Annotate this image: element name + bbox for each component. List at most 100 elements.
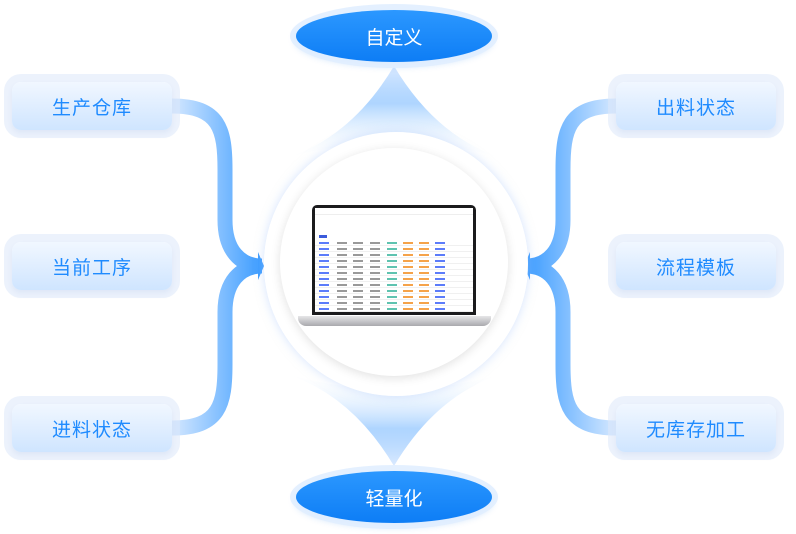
screen-table-cell bbox=[353, 266, 363, 268]
screen-table-row bbox=[315, 264, 473, 270]
screen-table-cell bbox=[370, 272, 380, 274]
screen-table-cell bbox=[387, 248, 397, 250]
item-label: 流程模板 bbox=[655, 256, 736, 279]
screen-table-cell bbox=[370, 284, 380, 286]
laptop-base bbox=[298, 316, 491, 326]
screen-table-cell bbox=[419, 290, 429, 292]
screen-table-cell bbox=[387, 260, 397, 262]
screen-table-row bbox=[315, 270, 473, 276]
screen-table-cell bbox=[419, 284, 429, 286]
screen-table-cell bbox=[337, 266, 347, 268]
screen-table-cell bbox=[403, 242, 413, 244]
screen-table-cell bbox=[319, 284, 329, 286]
screen-table-cell bbox=[319, 296, 329, 298]
screen-table-cell bbox=[353, 284, 363, 286]
screen-table-cell bbox=[435, 278, 445, 280]
screen-table-cell bbox=[353, 272, 363, 274]
screen-table-cell bbox=[319, 272, 329, 274]
laptop-image bbox=[312, 205, 476, 315]
screen-table-cell bbox=[319, 254, 329, 256]
screen-table-cell bbox=[370, 302, 380, 304]
screen-table-cell bbox=[337, 242, 347, 244]
screen-table-cell bbox=[319, 248, 329, 250]
screen-table-cell bbox=[337, 278, 347, 280]
screen-table-cell bbox=[403, 308, 413, 310]
screen-table-cell bbox=[319, 242, 329, 244]
screen-table-cell bbox=[337, 308, 347, 310]
screen-table-cell bbox=[403, 302, 413, 304]
screen-table-cell bbox=[403, 254, 413, 256]
connector-right-bottom bbox=[525, 258, 617, 436]
right-item-output-status: 出料状态 bbox=[616, 82, 776, 130]
screen-table-cell bbox=[387, 284, 397, 286]
screen-table-cell bbox=[370, 242, 380, 244]
screen-table-cell bbox=[353, 248, 363, 250]
screen-table-cell bbox=[387, 266, 397, 268]
screen-table-row bbox=[315, 240, 473, 246]
screen-table-cell bbox=[337, 272, 347, 274]
screen-header bbox=[315, 208, 473, 215]
screen-table-cell bbox=[370, 254, 380, 256]
screen-table-cell bbox=[353, 290, 363, 292]
screen-table-cell bbox=[353, 278, 363, 280]
screen-table-cell bbox=[387, 302, 397, 304]
item-label: 出料状态 bbox=[655, 96, 736, 119]
screen-table-cell bbox=[435, 308, 445, 310]
screen-table-cell bbox=[370, 296, 380, 298]
item-label: 生产仓库 bbox=[51, 96, 132, 119]
connector-left-top bbox=[171, 98, 263, 274]
screen-table-cell bbox=[435, 254, 445, 256]
screen-table-cell bbox=[435, 248, 445, 250]
screen-table-cell bbox=[319, 266, 329, 268]
screen-table-cell bbox=[419, 266, 429, 268]
screen-table-cell bbox=[387, 272, 397, 274]
node-top: 自定义 bbox=[296, 10, 492, 62]
screen-table-cell bbox=[337, 290, 347, 292]
screen-table-cell bbox=[435, 302, 445, 304]
screen-table-row bbox=[315, 276, 473, 282]
screen-table-cell bbox=[403, 290, 413, 292]
screen-table-cell bbox=[435, 242, 445, 244]
screen-table-cell bbox=[419, 278, 429, 280]
screen-table-cell bbox=[435, 284, 445, 286]
screen-table-row bbox=[315, 300, 473, 306]
screen-table-cell bbox=[387, 254, 397, 256]
screen-table-cell bbox=[353, 296, 363, 298]
screen-table-cell bbox=[419, 296, 429, 298]
screen-table-cell bbox=[403, 272, 413, 274]
screen-table-cell bbox=[337, 302, 347, 304]
screen-table bbox=[315, 240, 473, 312]
screen-table-cell bbox=[387, 278, 397, 280]
item-label: 无库存加工 bbox=[645, 418, 746, 441]
item-label: 进料状态 bbox=[51, 418, 132, 441]
right-item-process-template: 流程模板 bbox=[616, 242, 776, 290]
screen-table-cell bbox=[337, 260, 347, 262]
connector-left-bottom bbox=[171, 258, 263, 436]
screen-table-cell bbox=[435, 272, 445, 274]
screen-table-cell bbox=[419, 260, 429, 262]
screen-table-cell bbox=[319, 290, 329, 292]
screen-table-cell bbox=[403, 284, 413, 286]
screen-table-cell bbox=[337, 254, 347, 256]
screen-table-cell bbox=[419, 272, 429, 274]
screen-table-cell bbox=[435, 296, 445, 298]
screen-table-cell bbox=[370, 278, 380, 280]
screen-table-cell bbox=[419, 302, 429, 304]
screen-table-cell bbox=[387, 290, 397, 292]
screen-table-cell bbox=[370, 308, 380, 310]
screen-table-cell bbox=[435, 290, 445, 292]
screen-table-cell bbox=[403, 296, 413, 298]
screen-table-cell bbox=[337, 296, 347, 298]
screen-table-row bbox=[315, 306, 473, 312]
screen-table-row bbox=[315, 294, 473, 300]
left-item-current-process: 当前工序 bbox=[12, 242, 172, 290]
screen-table-cell bbox=[353, 302, 363, 304]
screen-filter-area bbox=[315, 215, 473, 235]
screen-table-cell bbox=[403, 248, 413, 250]
screen-table-cell bbox=[353, 254, 363, 256]
screen-table-cell bbox=[319, 308, 329, 310]
screen-table-cell bbox=[370, 266, 380, 268]
screen-table-row bbox=[315, 282, 473, 288]
screen-table-cell bbox=[419, 242, 429, 244]
node-bottom: 轻量化 bbox=[296, 471, 492, 523]
